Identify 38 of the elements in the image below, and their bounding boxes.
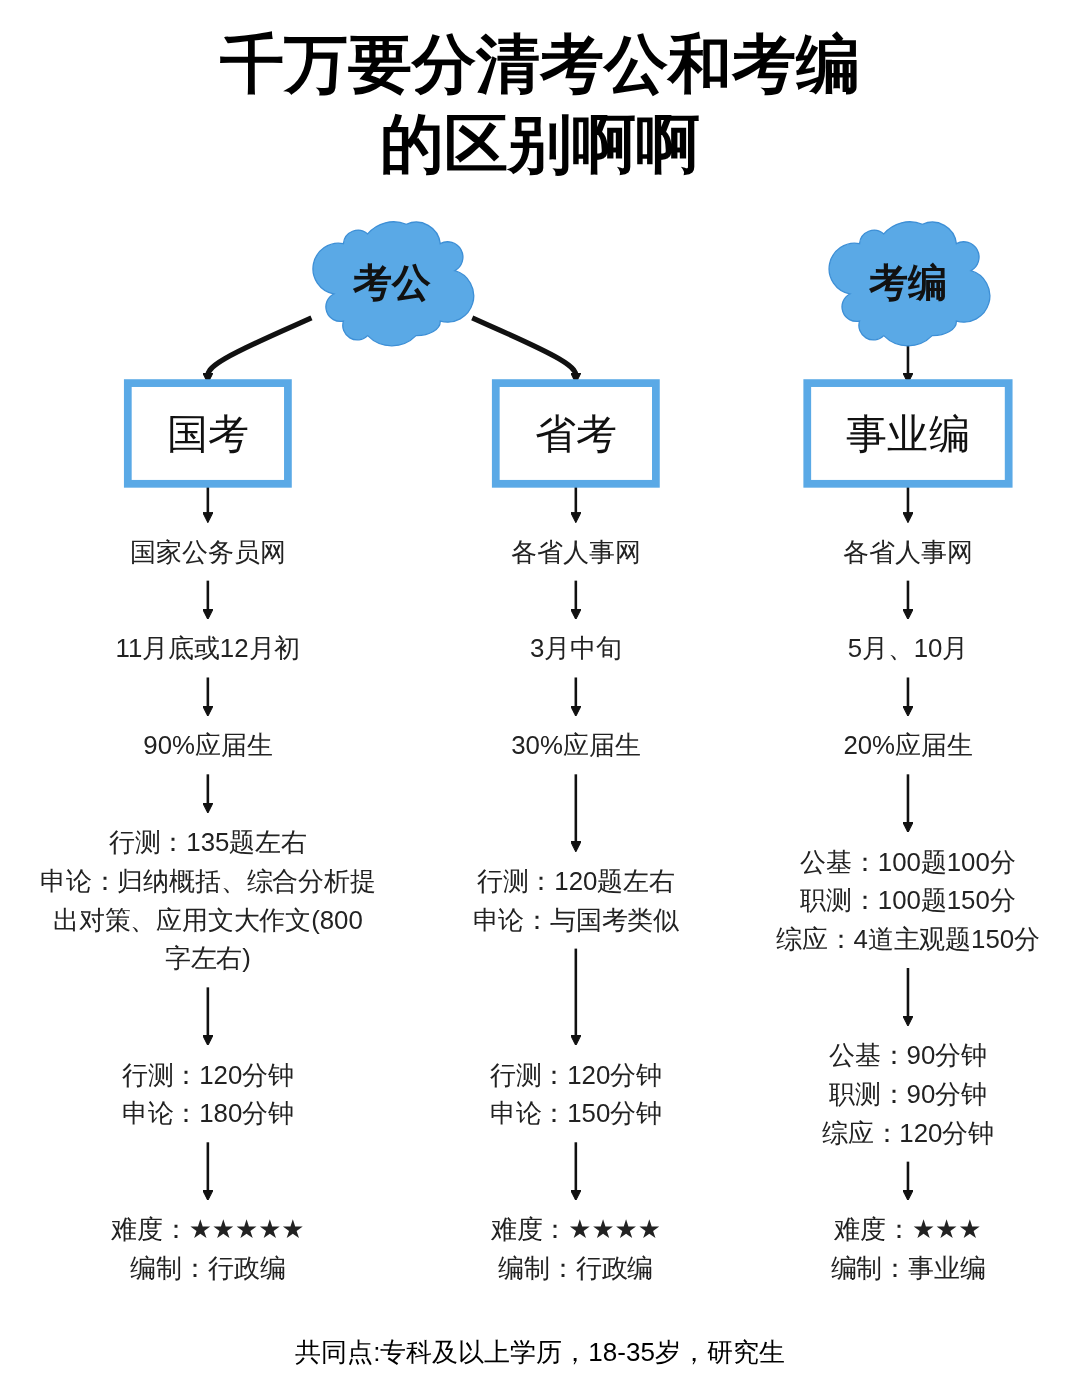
arrow [902, 580, 914, 620]
arrow [570, 580, 582, 620]
arrow [902, 968, 914, 1027]
node-box: 省考 [491, 379, 660, 488]
node-text: 行测：120分钟 申论：180分钟 [121, 1060, 294, 1128]
arrow [202, 774, 214, 814]
note-text: 共同点:专科及以上学历，18-35岁，研究生 [295, 1336, 785, 1369]
node-text: 20%应届生 [843, 731, 973, 760]
node-text: 行测：135题左右 申论：归纳概括、综合分析提出对策、应用文大作文(800字左右) [40, 827, 376, 973]
node-text: 各省人事网 [843, 537, 973, 566]
arrow [202, 677, 214, 717]
arrow [570, 948, 582, 1046]
arrow [570, 1142, 582, 1201]
node-text: 11月底或12月初 [115, 634, 301, 663]
arrow [902, 1161, 914, 1201]
node-text: 90%应届生 [143, 731, 273, 760]
node-text: 5月、10月 [847, 634, 969, 663]
node-text: 公基：90分钟 职测：90分钟 综应：120分钟 [821, 1040, 995, 1147]
node-text: 行测：120分钟 申论：150分钟 [489, 1060, 662, 1128]
arrow [202, 580, 214, 620]
title: 千万要分清考公和考编的区别啊啊 [219, 27, 861, 182]
node-text: 难度：★★★★ 编制：行政编 [490, 1215, 661, 1283]
node-text: 难度：★★★★★ 编制：行政编 [111, 1215, 305, 1283]
node-text: 30%应届生 [511, 731, 641, 760]
node-text: 3月中旬 [529, 634, 622, 663]
arrow [902, 677, 914, 717]
arrow [902, 774, 914, 833]
node-box: 国考 [123, 379, 292, 488]
arrow [202, 1142, 214, 1201]
node-text: 行测：120题左右 申论：与国考类似 [472, 866, 680, 934]
node-text: 公基：100题100分 职测：100题150分 综应：4道主观题150分 [775, 847, 1040, 954]
node-text: 难度：★★★ 编制：事业编 [830, 1215, 986, 1283]
node-box: 事业编 [803, 379, 1013, 488]
arrow [570, 774, 582, 853]
arrow [570, 677, 582, 717]
node-text: 各省人事网 [511, 537, 641, 566]
node-text: 国家公务员网 [130, 537, 286, 566]
arrow [202, 987, 214, 1046]
